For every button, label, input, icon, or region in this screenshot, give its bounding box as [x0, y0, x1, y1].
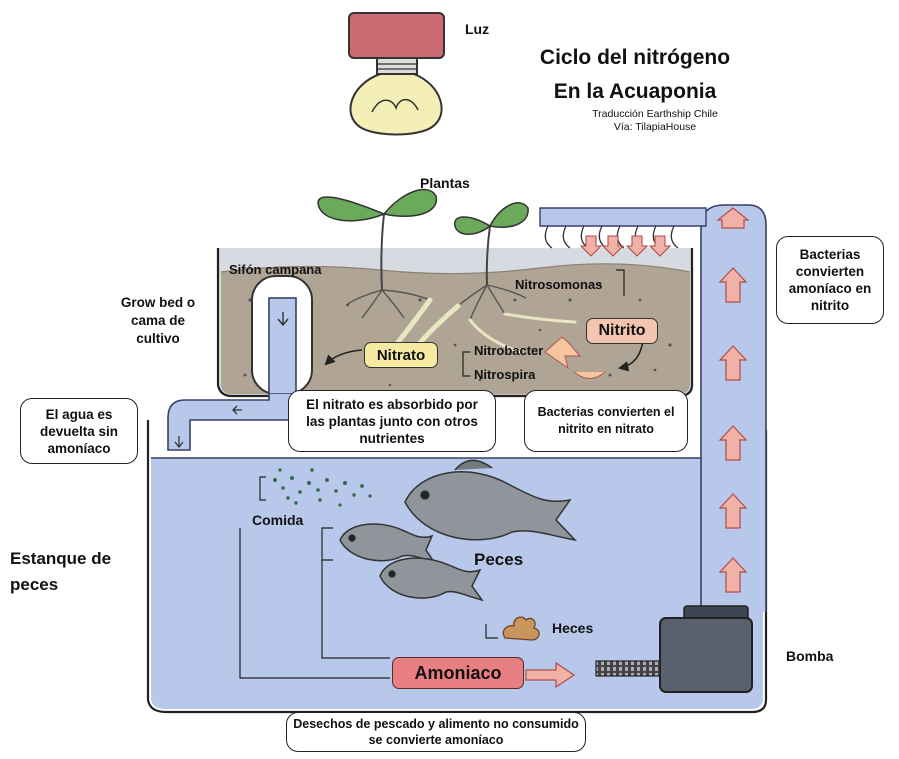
- return-pipe: [539, 204, 767, 612]
- fish-icon: [339, 459, 578, 602]
- grow-bed-label: Grow bed o cama de cultivo: [120, 295, 196, 346]
- food-label: Comida: [252, 512, 304, 528]
- ammonia-arrow: [525, 661, 576, 689]
- tank-label: Estanque de peces: [10, 549, 112, 594]
- nitrospira-label: Nitrospira: [474, 367, 536, 382]
- siphon-label: Sifón campana: [229, 262, 322, 277]
- credit-line-2: Vía: TilapiaHouse: [613, 121, 697, 133]
- title-line-1: Ciclo del nitrógeno: [539, 46, 731, 69]
- ammonia-box: Amoniaco: [392, 657, 524, 689]
- nitrobacter-label: Nitrobacter: [474, 343, 544, 358]
- plants-icon: [317, 188, 577, 355]
- waste-note: Desechos de pescado y alimento no consum…: [286, 712, 586, 752]
- bacteria-nitrite-note: Bacterias convierten el nitrito en nitra…: [524, 390, 688, 452]
- feces-icon: [502, 616, 540, 641]
- title-line-2: En la Acuaponia: [553, 80, 717, 103]
- nitrite-box: Nitrito: [586, 318, 658, 344]
- siphon-pipe: [167, 275, 313, 451]
- credit-line-1: Traducción Earthship Chile: [592, 108, 718, 120]
- bacteria-ammonia-note: Bacterias convierten amoníaco en nitrito: [776, 236, 884, 324]
- fish-label: Peces: [474, 550, 524, 569]
- pump-icon: [595, 605, 753, 693]
- food-pellets-icon: [273, 468, 372, 507]
- nitrate-absorbed-note: El nitrato es absorbido por las plantas …: [288, 390, 496, 452]
- plants-label: Plantas: [420, 175, 470, 191]
- nitrosomonas-label: Nitrosomonas: [515, 277, 603, 292]
- feces-label: Heces: [552, 620, 594, 636]
- water-returned-note: El agua es devuelta sin amoníaco: [20, 398, 138, 464]
- nitrate-box: Nitrato: [364, 342, 438, 368]
- light-label: Luz: [465, 21, 490, 37]
- pump-label: Bomba: [786, 648, 834, 664]
- light-bulb-icon: [348, 12, 445, 136]
- bracket-lines: [239, 269, 625, 679]
- grow-bed: [216, 248, 694, 398]
